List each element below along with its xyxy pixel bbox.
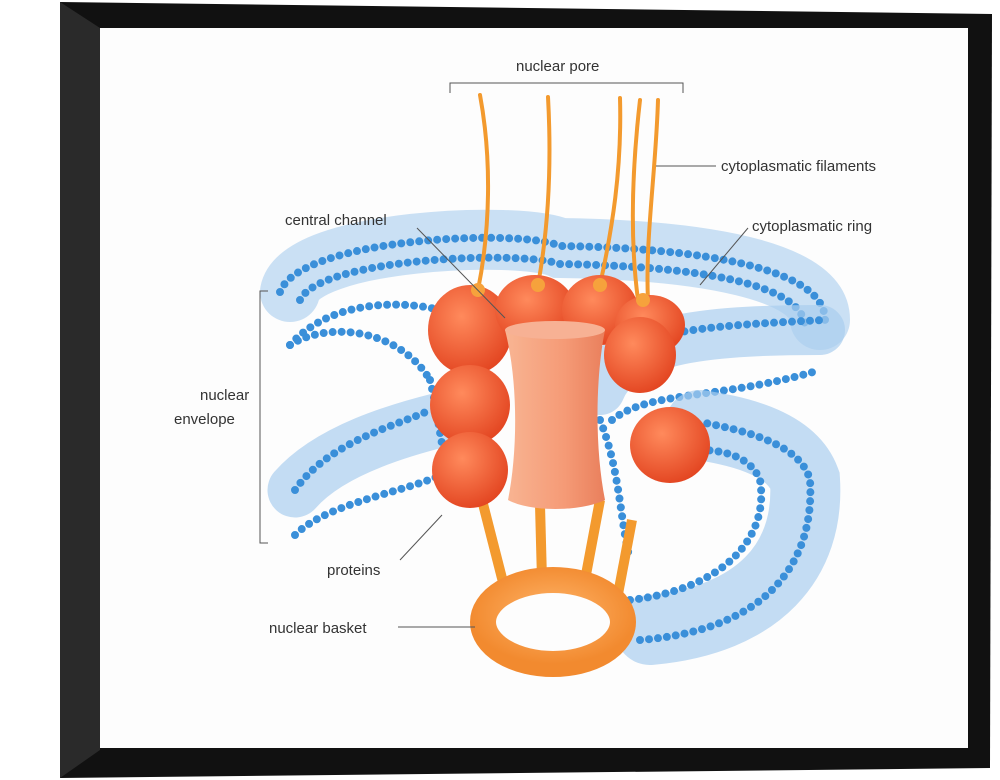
label-nuclear-envelope-1: nuclear bbox=[200, 387, 250, 404]
label-cytoplasmatic-filaments: cytoplasmatic filaments bbox=[721, 158, 877, 175]
central-channel bbox=[505, 324, 605, 509]
cytoplasmatic-filaments bbox=[476, 93, 660, 302]
label-nuclear-pore: nuclear pore bbox=[516, 58, 600, 75]
frame-bevel bbox=[60, 2, 100, 778]
label-nuclear-envelope-2: envelope bbox=[174, 411, 235, 428]
label-nuclear-basket: nuclear basket bbox=[269, 620, 367, 637]
nuclear-basket bbox=[470, 498, 637, 677]
label-proteins: proteins bbox=[327, 562, 381, 579]
leader-lines bbox=[259, 82, 749, 628]
cytoplasmatic-ring bbox=[471, 278, 650, 307]
label-central-channel: central channel bbox=[285, 212, 387, 229]
label-cytoplasmatic-ring: cytoplasmatic ring bbox=[752, 218, 873, 235]
proteins bbox=[428, 275, 710, 508]
